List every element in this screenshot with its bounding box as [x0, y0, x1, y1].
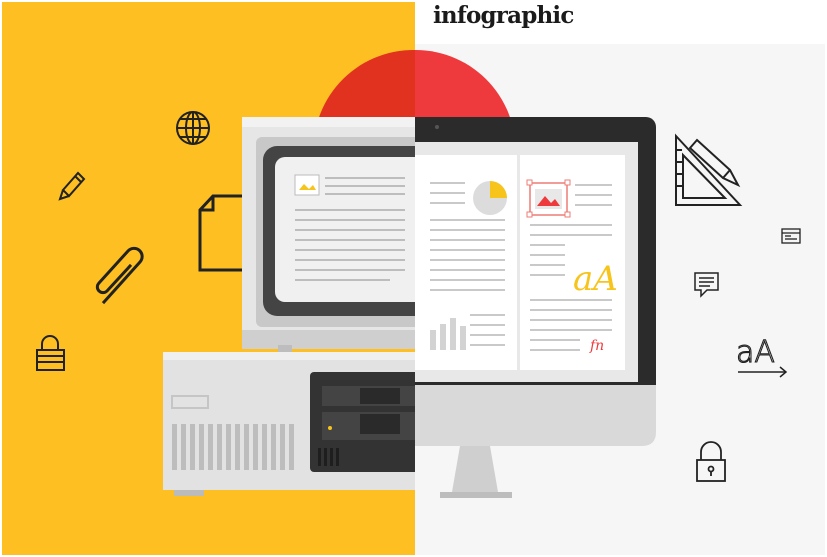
padlock-right-icon	[696, 441, 726, 482]
set-square-ruler-icon	[675, 133, 743, 206]
retro-computer	[163, 117, 415, 496]
document-icon	[198, 194, 242, 272]
text-size-icon: aA	[735, 334, 788, 378]
padlock-icon	[36, 335, 65, 371]
image-placeholder-icon	[526, 179, 571, 218]
browser-window-icon	[781, 228, 801, 244]
speech-bubble-icon	[694, 272, 719, 298]
pencil-icon	[58, 171, 86, 201]
signature: fn	[589, 338, 604, 354]
type-sample-retro: aA	[573, 259, 618, 299]
brand-logo-text: infographic	[433, 2, 574, 29]
type-sample-modern: aA	[736, 335, 775, 370]
globe-icon	[176, 111, 210, 145]
pie-chart-graphic	[473, 181, 507, 215]
modern-monitor	[415, 117, 656, 498]
bar-chart-graphic	[430, 318, 466, 350]
paperclip-icon	[95, 246, 144, 305]
screen-document: aA fn	[430, 179, 618, 354]
